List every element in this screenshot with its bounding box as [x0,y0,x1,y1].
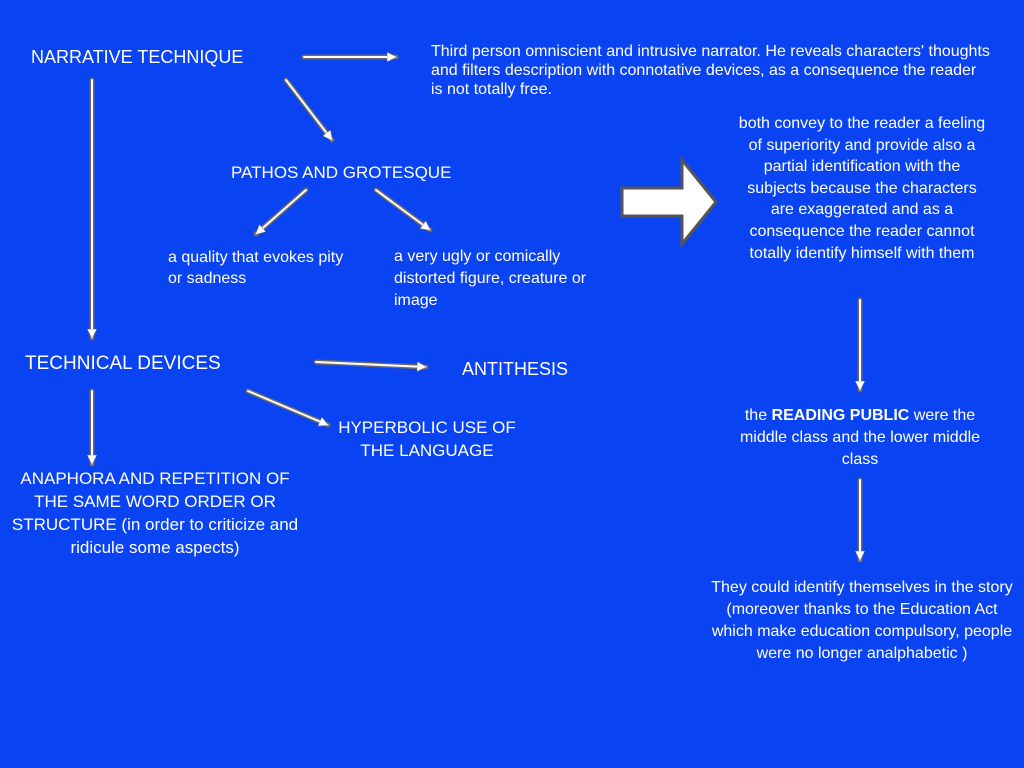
narrative-technique-heading: NARRATIVE TECHNIQUE [31,47,244,67]
anaphora-repetition-text: ANAPHORA AND REPETITION OF THE SAME WORD… [11,469,299,557]
hyperbolic-language-heading: HYPERBOLIC USE OF THE LANGUAGE [338,418,516,460]
pathos-grotesque-heading: PATHOS AND GROTESQUE [231,163,452,182]
reading-public-prefix: the [744,407,768,424]
effect-on-reader-text: both convey to the reader a feeling of s… [738,115,986,262]
reading-public-suffix: were the middle class and the lower midd… [739,407,981,468]
grotesque-definition-text: a very ugly or comically distorted figur… [394,248,587,309]
technical-devices-heading: TECHNICAL DEVICES [25,353,221,374]
block-arrow-right [620,155,718,249]
reading-public-text: the READING PUBLIC were the middle class… [720,405,1000,471]
identification-text: They could identify themselves in the st… [711,579,1013,662]
pathos-definition-text: a quality that evokes pity or sadness [168,249,344,287]
reading-public-bold: READING PUBLIC [771,407,910,424]
narrator-description-text: Third person omniscient and intrusive na… [431,43,990,98]
antithesis-heading: ANTITHESIS [462,359,569,379]
